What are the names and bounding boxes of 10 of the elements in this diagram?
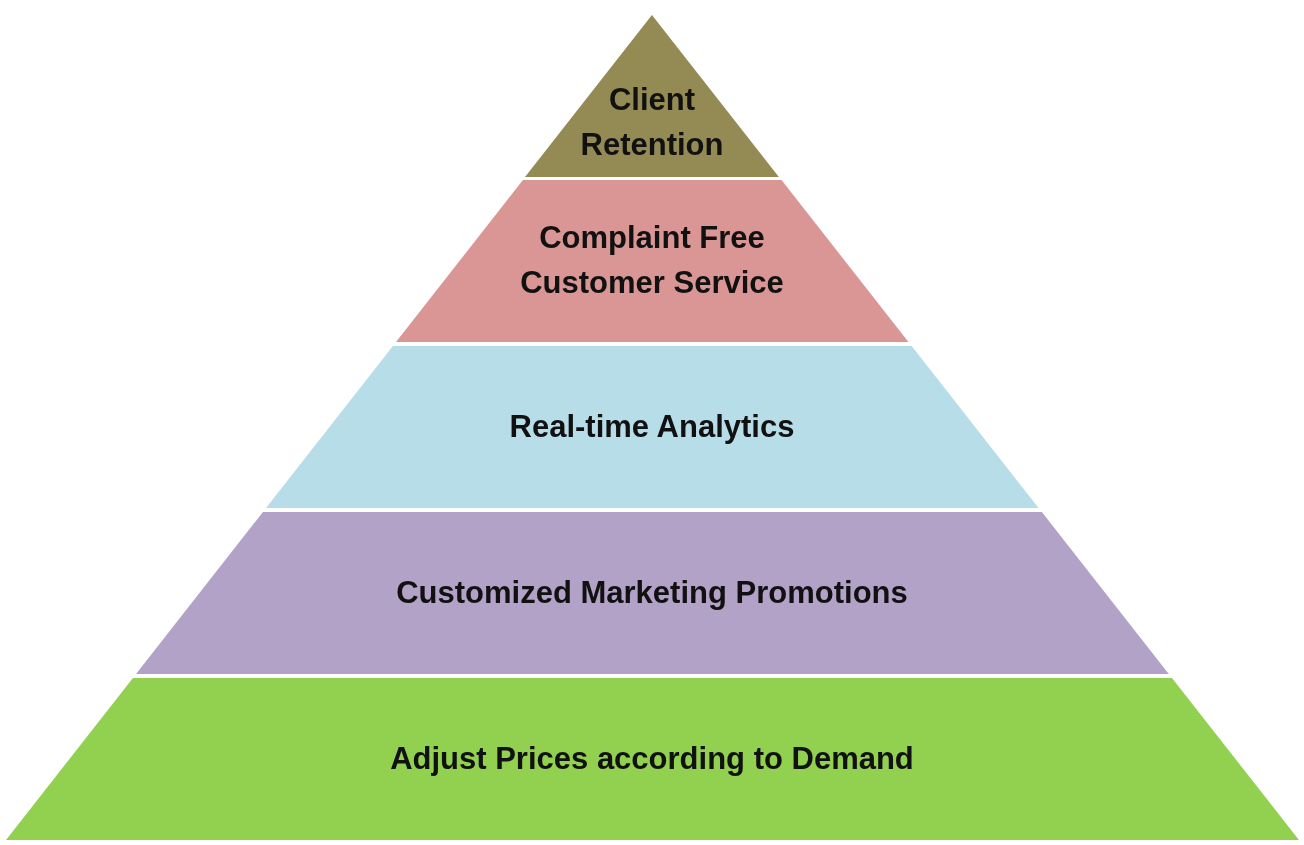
pyramid-level [395,180,909,342]
level-label: Complaint Free Customer Service [519,219,785,302]
level-label: Real-time Analytics [509,407,795,446]
level-label: Adjust Prices according to Demand [390,739,914,778]
pyramid-level [5,678,1299,840]
pyramid-level [265,346,1039,508]
pyramid-level [135,512,1169,674]
pyramid-level [525,15,779,177]
level-label: Customized Marketing Promotions [396,573,908,612]
level-label: Client Retention [579,81,725,164]
